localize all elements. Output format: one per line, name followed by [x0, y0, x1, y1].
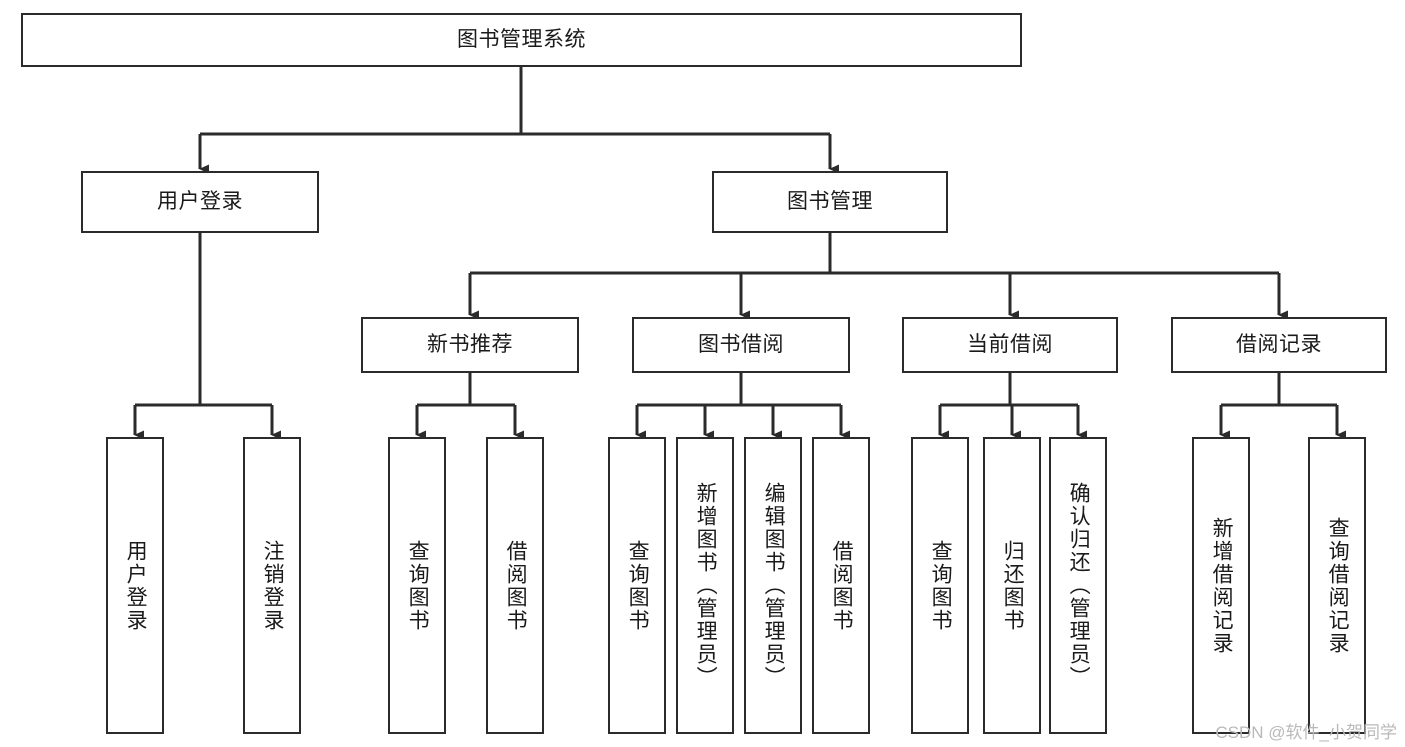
node-leaf-10[interactable]: 归还图书	[983, 437, 1041, 734]
node-label: 图书管理系统	[457, 27, 586, 51]
node-label: 查询借阅记录	[1326, 516, 1350, 655]
node-label: 查询图书	[406, 539, 430, 632]
node-label: 图书借阅	[698, 332, 784, 356]
watermark: CSDN @软件_小贺同学	[1215, 723, 1397, 742]
node-label: 查询图书	[626, 539, 650, 632]
node-leaf-7[interactable]: 编辑图书（管理员）	[744, 437, 802, 734]
node-label: 归还图书	[1001, 539, 1025, 632]
node-label: 新书推荐	[427, 332, 513, 356]
node-label: 新增图书（管理员）	[694, 482, 718, 689]
node-label: 当前借阅	[967, 332, 1053, 356]
node-leaf-13[interactable]: 查询借阅记录	[1308, 437, 1366, 734]
node-leaf-1[interactable]: 用户登录	[106, 437, 164, 734]
node-label: 借阅记录	[1236, 332, 1322, 356]
node-leaf-12[interactable]: 新增借阅记录	[1192, 437, 1250, 734]
node-newbook[interactable]: 新书推荐	[361, 317, 579, 373]
node-label: 编辑图书（管理员）	[762, 482, 786, 689]
node-leaf-2[interactable]: 注销登录	[243, 437, 301, 734]
edges-group	[133, 67, 1346, 440]
node-leaf-6[interactable]: 新增图书（管理员）	[676, 437, 734, 734]
node-current[interactable]: 当前借阅	[902, 317, 1118, 373]
node-leaf-4[interactable]: 借阅图书	[486, 437, 544, 734]
node-label: 用户登录	[124, 539, 148, 632]
node-label: 用户登录	[157, 189, 243, 213]
node-leaf-3[interactable]: 查询图书	[388, 437, 446, 734]
node-label: 确认归还（管理员）	[1067, 482, 1091, 689]
node-records[interactable]: 借阅记录	[1171, 317, 1387, 373]
node-label: 查询图书	[929, 539, 953, 632]
node-label: 新增借阅记录	[1210, 516, 1234, 655]
node-label: 图书管理	[787, 189, 873, 213]
node-leaf-8[interactable]: 借阅图书	[812, 437, 870, 734]
node-borrow[interactable]: 图书借阅	[632, 317, 850, 373]
node-leaf-9[interactable]: 查询图书	[911, 437, 969, 734]
node-leaf-5[interactable]: 查询图书	[608, 437, 666, 734]
node-bookmgmt[interactable]: 图书管理	[712, 171, 948, 233]
node-leaf-11[interactable]: 确认归还（管理员）	[1049, 437, 1107, 734]
node-root[interactable]: 图书管理系统	[21, 13, 1022, 67]
node-label: 注销登录	[261, 539, 285, 632]
node-login[interactable]: 用户登录	[81, 171, 319, 233]
node-label: 借阅图书	[830, 539, 854, 632]
node-label: 借阅图书	[504, 539, 528, 632]
